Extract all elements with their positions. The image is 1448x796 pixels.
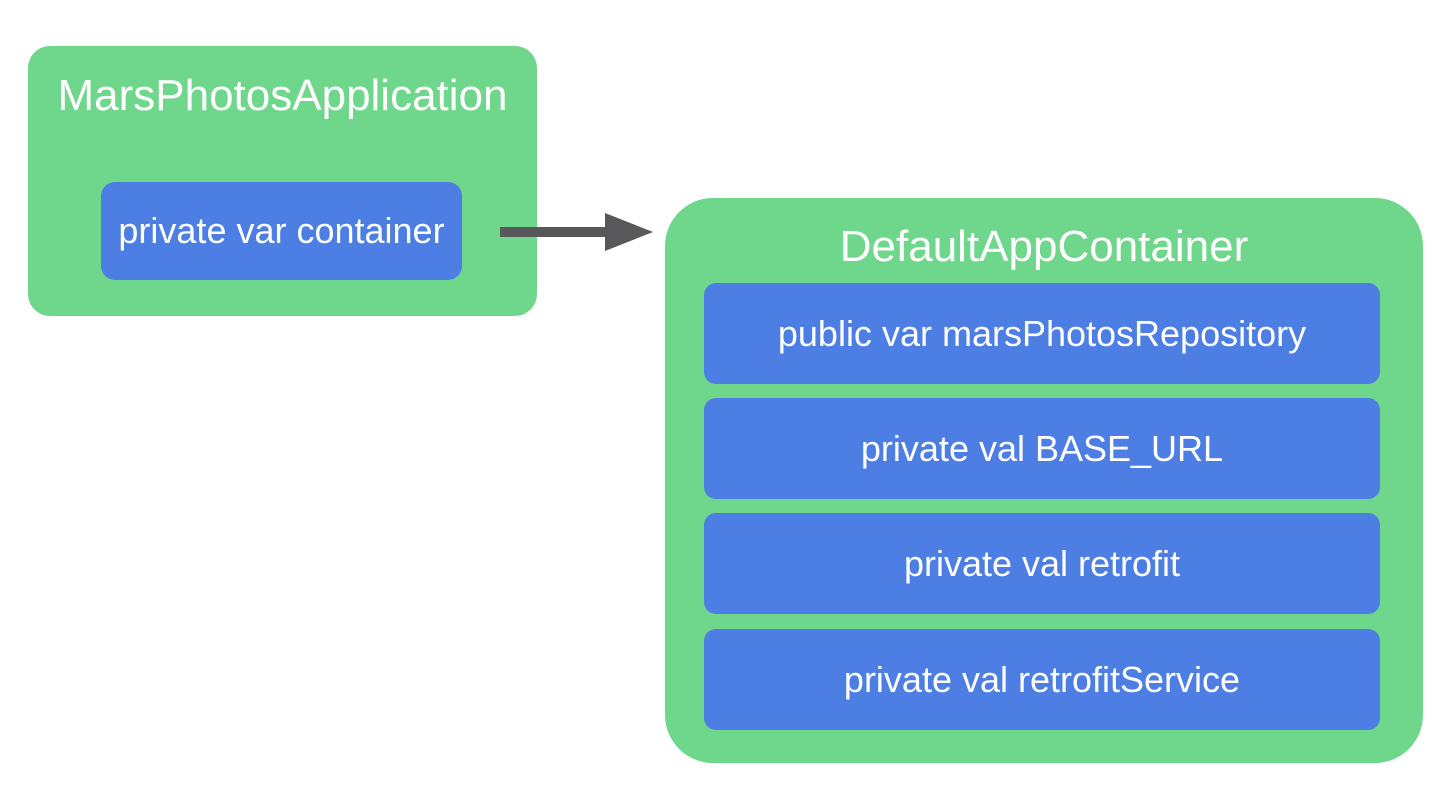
dependency-arrow-icon (500, 213, 653, 251)
field-private-val-retrofit: private val retrofit (704, 513, 1380, 614)
default-app-container-box: DefaultAppContainer public var marsPhoto… (665, 198, 1423, 763)
mars-photos-application-box: MarsPhotosApplication private var contai… (28, 46, 537, 316)
field-private-val-base-url: private val BASE_URL (704, 398, 1380, 499)
field-private-val-retrofit-service: private val retrofitService (704, 629, 1380, 730)
mars-photos-application-title: MarsPhotosApplication (57, 71, 508, 120)
default-app-container-title: DefaultAppContainer (839, 222, 1249, 271)
field-public-var-mars-photos-repository: public var marsPhotosRepository (704, 283, 1380, 384)
field-private-var-container: private var container (101, 182, 462, 280)
